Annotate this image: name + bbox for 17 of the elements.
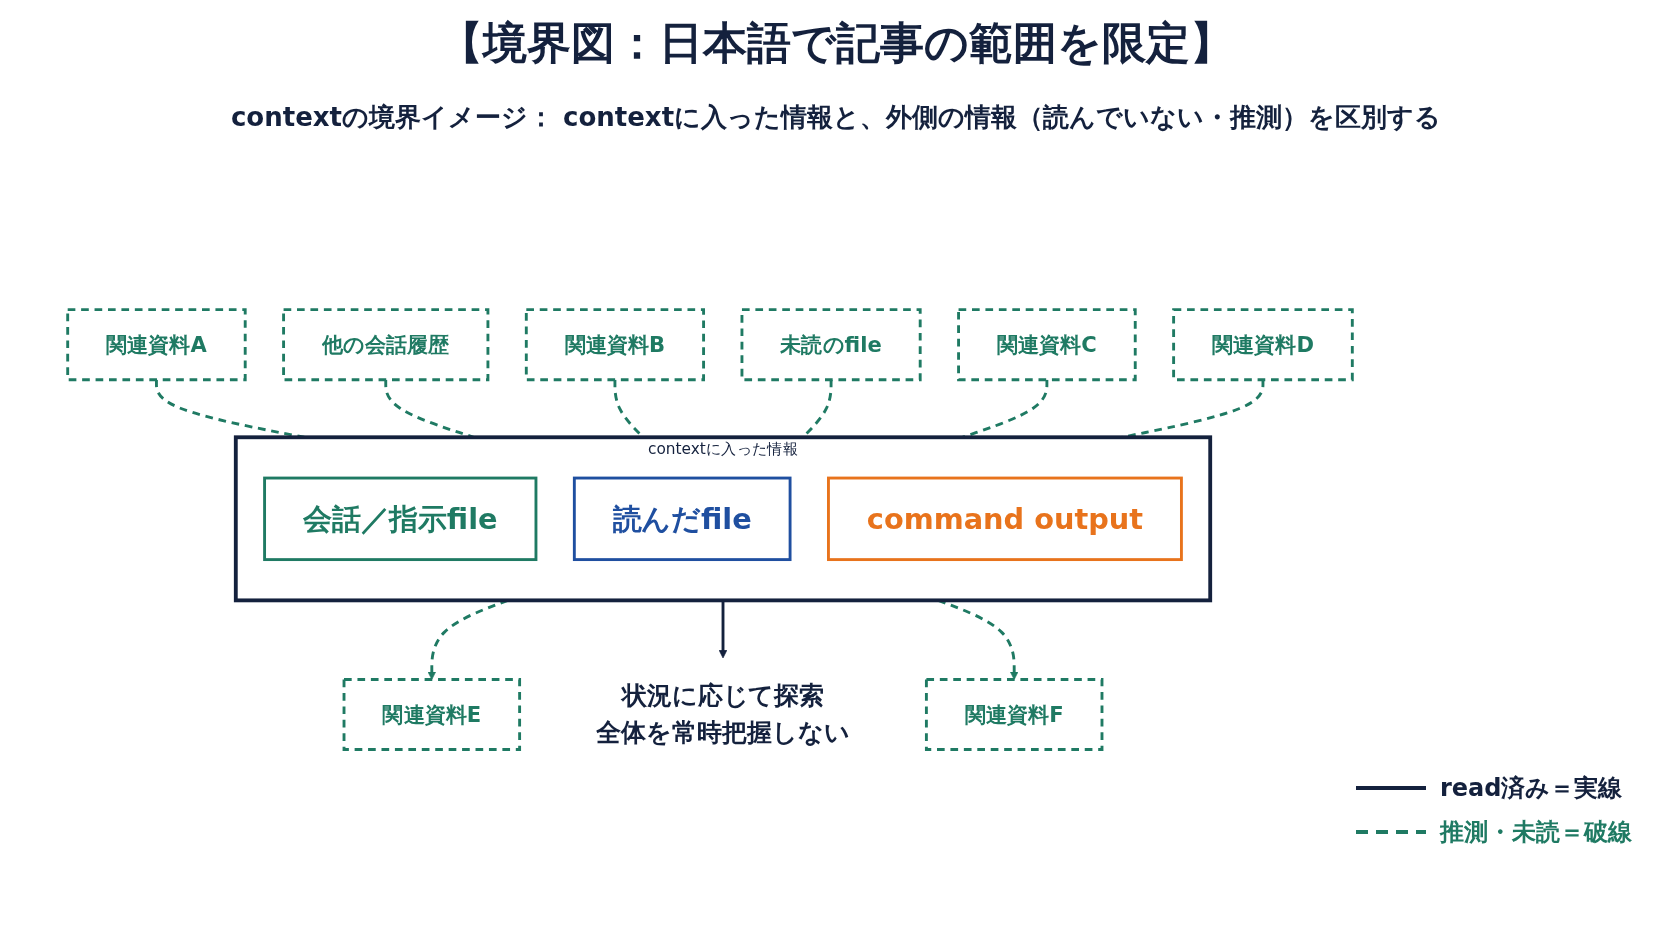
node-box: 関連資料B: [524, 307, 706, 381]
node-box: 未読のfile: [740, 307, 922, 381]
node-box: 関連資料E: [342, 677, 522, 751]
node-box: 関連資料C: [957, 307, 1137, 381]
node-box: 読んだfile: [572, 476, 792, 561]
subtitle: contextの境界イメージ： contextに入った情報と、外側の情報（読んでいない・推測）を区別する: [229, 101, 1443, 134]
arrow: [718, 599, 728, 658]
node-box: 関連資料D: [1172, 307, 1354, 381]
legend-text: read済み＝実線: [1440, 773, 1623, 804]
node-text: 状況に応じて探索 全体を常時把握しない: [596, 680, 850, 747]
node-box: 他の会話履歴: [282, 307, 490, 381]
node-box: 関連資料F: [924, 677, 1104, 751]
node-box: 会話／指示file: [263, 476, 538, 561]
legend-text: 推測・未読＝破線: [1440, 817, 1632, 848]
title: 【境界図：日本語で記事の範囲を限定】: [437, 16, 1235, 70]
node-box: command output: [827, 476, 1183, 561]
node-box: 関連資料A: [66, 307, 247, 381]
